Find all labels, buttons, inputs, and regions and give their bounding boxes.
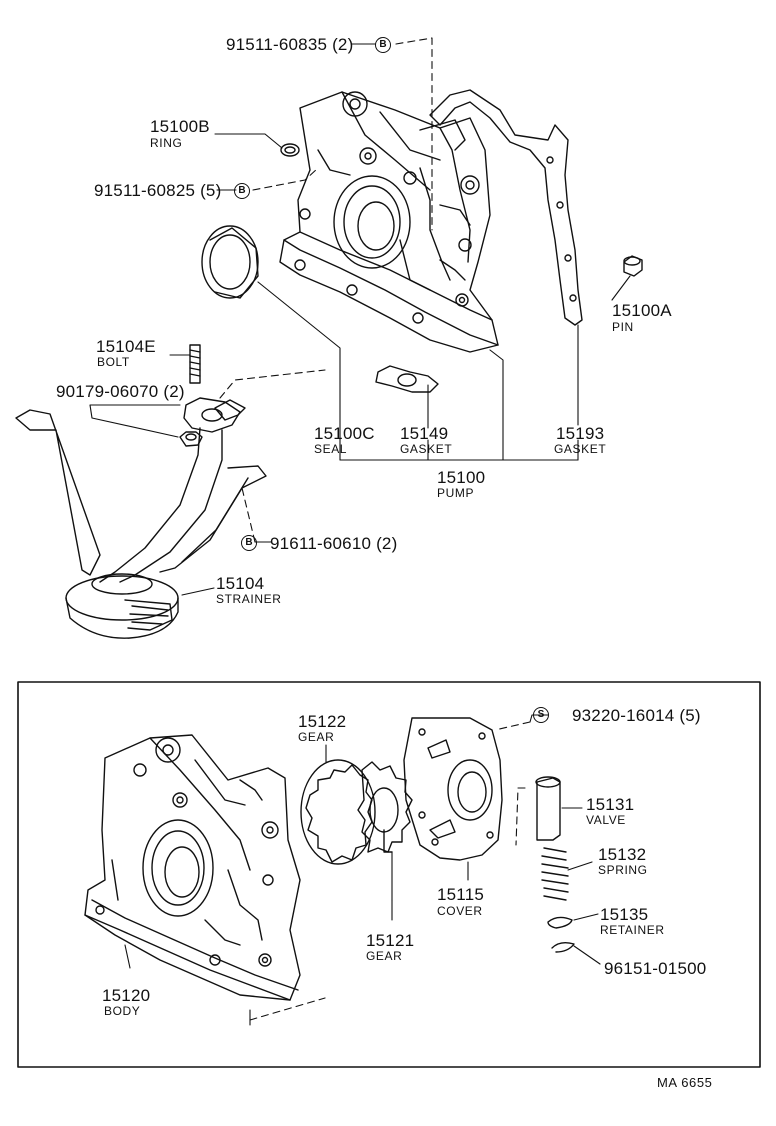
part-number-15135: 15135 [600, 905, 649, 924]
part-name-gasket: GASKET [554, 442, 607, 456]
part-name-seal: SEAL [314, 442, 348, 456]
part-number-90179-06070: 90179-06070 (2) [56, 382, 185, 401]
part-number-15104: 15104 [216, 574, 265, 593]
diagram-code: MA 6655 [657, 1075, 713, 1090]
part-number-15122: 15122 [298, 712, 347, 731]
part-number-15115: 15115 [437, 885, 485, 904]
part-name-gear: GEAR [298, 730, 335, 744]
part-number-15104e: 15104E [96, 337, 156, 356]
part-name-gear: GEAR [366, 949, 403, 963]
part-name-ring: RING [150, 136, 183, 150]
part-number-93220-16014: 93220-16014 (5) [572, 706, 701, 725]
part-number-15100a: 15100A [612, 301, 672, 320]
part-number-15100: 15100 [437, 468, 486, 487]
pump-assembly-drawing [16, 90, 642, 638]
part-number-15132: 15132 [598, 845, 647, 864]
cover-drawing [404, 718, 502, 860]
relief-valve-parts-drawing [536, 777, 574, 952]
part-number-91611-60610: 91611-60610 (2) [270, 534, 398, 553]
part-number-15131: 15131 [586, 795, 635, 814]
bolt-type-badge-b: B [375, 37, 391, 53]
detail-frame [18, 682, 760, 1067]
part-number-15149: 15149 [400, 424, 449, 443]
part-name-pump: PUMP [437, 486, 475, 500]
bolt-type-badge-b: B [234, 183, 250, 199]
part-number-15100c: 15100C [314, 424, 375, 443]
bolt-type-badge-b: B [241, 535, 257, 551]
lower-leader-lines [125, 715, 600, 1025]
part-name-retainer: RETAINER [600, 923, 665, 937]
part-name-pin: PIN [612, 320, 634, 334]
part-name-valve: VALVE [586, 813, 626, 827]
bolt-type-badge-s: S [533, 707, 549, 723]
part-number-91511-60825: 91511-60825 (5) [94, 181, 222, 200]
upper-leader-lines [90, 38, 630, 595]
part-number-15120: 15120 [102, 986, 151, 1005]
inner-gear-drawing [358, 762, 412, 852]
body-drawing [85, 735, 300, 1000]
part-number-96151-01500: 96151-01500 [604, 959, 707, 978]
part-name-strainer: STRAINER [216, 592, 282, 606]
part-number-15193: 15193 [556, 424, 605, 443]
part-number-15121: 15121 [366, 931, 415, 950]
part-name-cover: COVER [437, 904, 483, 918]
outer-gear-drawing [301, 760, 375, 864]
part-number-91511-60835: 91511-60835 (2) [226, 35, 354, 54]
part-name-spring: SPRING [598, 863, 648, 877]
part-name-body: BODY [104, 1004, 141, 1018]
part-name-gasket: GASKET [400, 442, 453, 456]
part-number-15100b: 15100B [150, 117, 210, 136]
part-name-bolt: BOLT [97, 355, 130, 369]
